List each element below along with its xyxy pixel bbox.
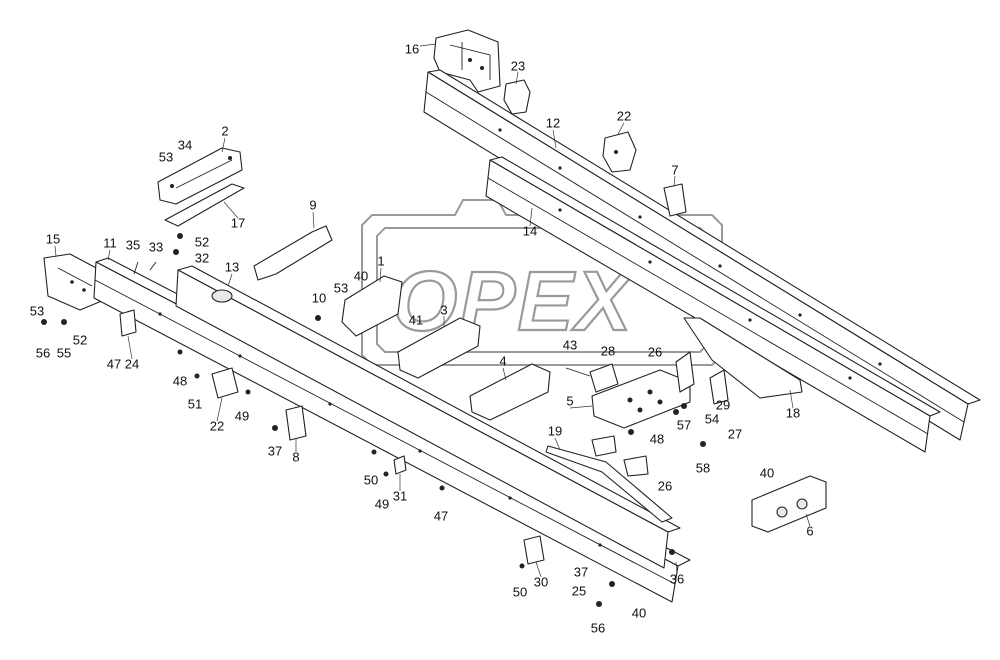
callout-26: 26 — [658, 478, 672, 493]
callout-3: 3 — [440, 302, 447, 317]
callout-27: 27 — [728, 426, 742, 441]
part-12-side-member-right — [423, 69, 981, 441]
callout-32: 32 — [195, 250, 209, 265]
part-7-plate — [663, 183, 687, 217]
callout-53: 53 — [334, 280, 348, 295]
callout-34: 34 — [178, 137, 192, 152]
watermark-gear-outline — [361, 199, 723, 366]
callout-15: 15 — [46, 231, 60, 246]
callout-40: 40 — [632, 605, 646, 620]
callout-18: 18 — [786, 405, 800, 420]
callout-24: 24 — [125, 356, 139, 371]
callout-19: 19 — [548, 423, 562, 438]
fasteners — [41, 233, 706, 607]
part-2-cross-member — [157, 147, 243, 205]
callout-33: 33 — [149, 239, 163, 254]
callout-22: 22 — [617, 108, 631, 123]
callout-26: 26 — [648, 344, 662, 359]
part-3-cross-member — [397, 317, 481, 379]
part-22-bracket-right — [602, 131, 637, 173]
part-26-bracket-lower — [591, 435, 649, 477]
callout-28: 28 — [601, 343, 615, 358]
callout-37: 37 — [574, 564, 588, 579]
part-28-block — [589, 363, 619, 393]
watermark: OPEX — [361, 199, 723, 366]
callout-49: 49 — [375, 496, 389, 511]
callout-47: 47 — [434, 508, 448, 523]
part-19-strip — [545, 445, 673, 523]
part-17-angle — [164, 183, 245, 227]
callout-9: 9 — [309, 197, 316, 212]
part-18-gusset — [683, 317, 803, 399]
part-4-cross-member — [469, 363, 551, 421]
part-24-bracket — [119, 309, 137, 337]
part-23-bracket — [503, 79, 531, 115]
callout-55: 55 — [57, 345, 71, 360]
callout-52: 52 — [195, 234, 209, 249]
callout-50: 50 — [364, 472, 378, 487]
part-16-bracket — [433, 29, 501, 93]
callout-4: 4 — [499, 353, 506, 368]
callout-7: 7 — [671, 162, 678, 177]
callout-40: 40 — [354, 268, 368, 283]
part-6-rear-cross-member — [751, 475, 827, 533]
part-9-bracket — [253, 225, 333, 281]
part-22-bracket-left — [211, 367, 239, 399]
leader-lines — [54, 43, 811, 578]
callout-52: 52 — [73, 332, 87, 347]
callout-14: 14 — [523, 223, 537, 238]
callout-41: 41 — [409, 312, 423, 327]
callout-58: 58 — [696, 460, 710, 475]
callout-51: 51 — [188, 396, 202, 411]
callout-53: 53 — [30, 303, 44, 318]
callout-40: 40 — [760, 465, 774, 480]
callout-54: 54 — [705, 411, 719, 426]
callout-43: 43 — [563, 337, 577, 352]
callout-30: 30 — [534, 574, 548, 589]
callout-8: 8 — [292, 449, 299, 464]
callout-22: 22 — [210, 418, 224, 433]
callout-5: 5 — [566, 393, 573, 408]
callout-16: 16 — [405, 41, 419, 56]
part-14-side-member-inner — [485, 156, 941, 453]
callout-31: 31 — [393, 488, 407, 503]
callout-37: 37 — [268, 443, 282, 458]
callout-47: 47 — [107, 356, 121, 371]
part-30-plate — [523, 535, 545, 565]
callout-10: 10 — [312, 290, 326, 305]
callout-6: 6 — [806, 523, 813, 538]
callout-25: 25 — [572, 583, 586, 598]
callout-12: 12 — [546, 115, 560, 130]
callout-36: 36 — [670, 571, 684, 586]
callout-17: 17 — [231, 215, 245, 230]
callout-13: 13 — [225, 259, 239, 274]
part-5-mount-plate — [591, 369, 691, 429]
part-1-cross-bracket — [341, 275, 403, 337]
callout-50: 50 — [513, 584, 527, 599]
callout-48: 48 — [173, 373, 187, 388]
callout-2: 2 — [221, 123, 228, 138]
callout-29: 29 — [716, 397, 730, 412]
callout-48: 48 — [650, 431, 664, 446]
callout-35: 35 — [126, 237, 140, 252]
callout-1: 1 — [377, 253, 384, 268]
callout-11: 11 — [103, 235, 117, 250]
part-8-plate — [285, 405, 307, 441]
callout-57: 57 — [677, 417, 691, 432]
callout-53: 53 — [159, 149, 173, 164]
part-13-side-member-inner-left — [175, 265, 681, 569]
callout-23: 23 — [511, 58, 525, 73]
callout-49: 49 — [235, 408, 249, 423]
part-31-clip — [393, 455, 407, 475]
part-26-bracket-upper — [675, 351, 729, 405]
callout-56: 56 — [591, 620, 605, 635]
watermark-text: OPEX — [392, 254, 636, 348]
callout-56: 56 — [36, 345, 50, 360]
